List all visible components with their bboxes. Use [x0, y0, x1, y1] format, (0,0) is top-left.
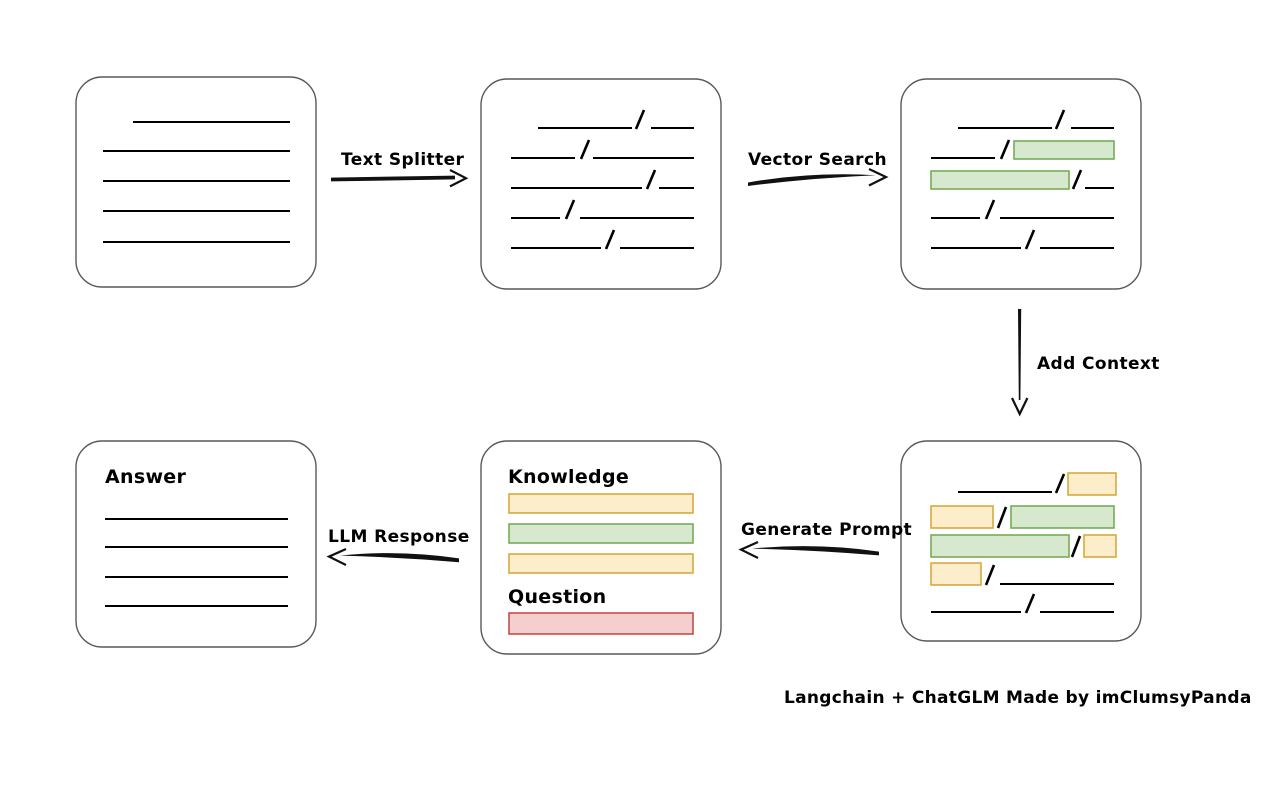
context-green-chunk-2	[930, 534, 1070, 558]
context-yellow-chunk-1	[1067, 472, 1117, 496]
arrow-text-splitter: Text Splitter	[331, 150, 469, 188]
answer-label: Answer	[105, 466, 186, 488]
prompt-knowledge-bar-3	[508, 553, 694, 574]
context-document-lines	[930, 472, 1117, 614]
arrow-vector-search-label: Vector Search	[748, 150, 887, 170]
footer-caption: Langchain + ChatGLM Made by imClumsyPand…	[784, 688, 1252, 708]
source-document	[75, 76, 317, 288]
retrieved-green-chunk-2	[930, 170, 1070, 190]
answer-box-frame	[75, 440, 317, 648]
retrieved-green-chunk-1	[1013, 140, 1115, 160]
arrow-llm-response-label: LLM Response	[328, 527, 470, 547]
split-chunks-document	[480, 78, 722, 290]
arrow-add-context-label: Add Context	[1037, 354, 1160, 374]
question-label: Question	[508, 586, 606, 608]
context-green-chunk-1	[1010, 505, 1115, 529]
source-document-lines	[103, 120, 290, 244]
answer-box: Answer	[75, 440, 317, 648]
arrow-llm-response: LLM Response	[326, 527, 470, 566]
prompt-knowledge-bar-2	[508, 523, 694, 544]
context-yellow-chunk-3	[1083, 534, 1117, 558]
context-yellow-chunk-2	[930, 505, 994, 529]
arrow-generate-prompt-label: Generate Prompt	[741, 520, 912, 540]
arrow-text-splitter-label: Text Splitter	[341, 150, 465, 170]
prompt-knowledge-bar-1	[508, 493, 694, 514]
split-chunks-frame	[480, 78, 722, 290]
context-yellow-chunk-4	[930, 562, 982, 586]
retrieved-chunks-lines	[930, 109, 1115, 250]
arrow-add-context: Add Context	[1011, 309, 1160, 417]
retrieved-chunks-document	[900, 78, 1142, 290]
prompt-question-bar	[508, 612, 694, 635]
answer-box-lines	[105, 517, 288, 608]
context-document	[900, 440, 1142, 642]
split-chunks-lines	[511, 109, 694, 250]
prompt-box: Knowledge Question	[480, 440, 722, 655]
knowledge-label: Knowledge	[508, 466, 629, 488]
arrow-vector-search: Vector Search	[748, 150, 889, 187]
arrow-generate-prompt: Generate Prompt	[738, 520, 912, 559]
